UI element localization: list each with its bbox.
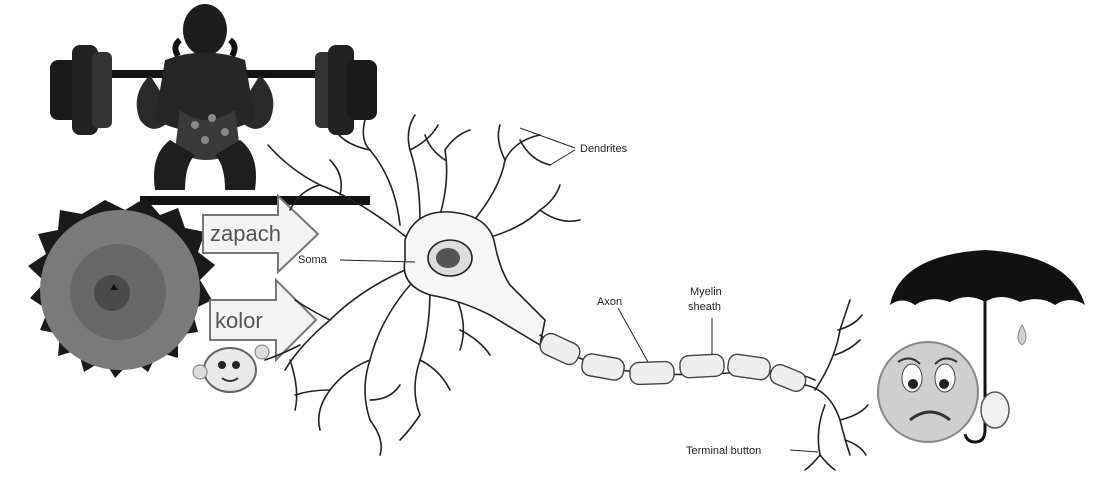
flower-figure — [28, 198, 215, 378]
arrow-color-label: kolor — [215, 308, 263, 333]
neuron-figure — [265, 115, 868, 470]
sad-face-umbrella-figure — [878, 250, 1085, 442]
label-soma: Soma — [298, 254, 328, 266]
label-terminal-button: Terminal button — [686, 445, 761, 457]
label-dendrites: Dendrites — [580, 143, 628, 155]
pill-mascot-figure — [193, 345, 269, 392]
label-myelin-line2: sheath — [688, 301, 721, 313]
arrow-smell-label: zapach — [210, 221, 281, 246]
label-myelin-line1: Myelin — [690, 286, 722, 298]
label-axon: Axon — [597, 296, 622, 308]
weightlifter-figure — [50, 4, 377, 205]
neuron-leader-lines — [340, 128, 818, 452]
